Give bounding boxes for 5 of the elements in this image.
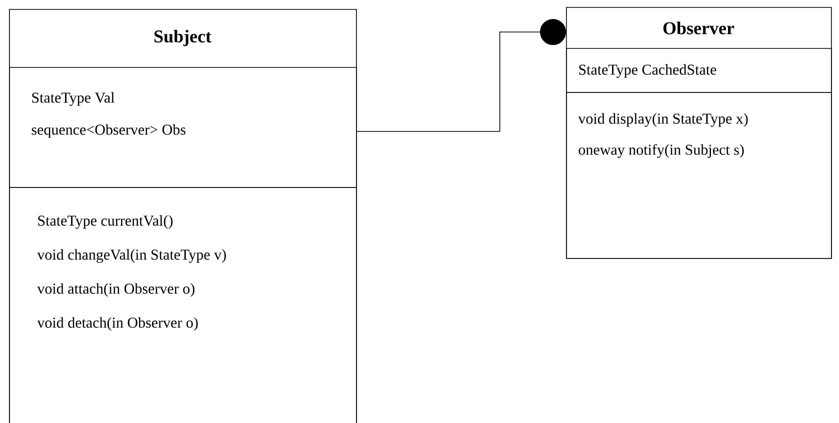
class-compartment: StateType currentVal() void changeVal(in StateType v) void attach(in Observer o) void detach(in Observer o) <box>9 187 357 423</box>
class-compartment: StateType Val sequence<Observer> Obs <box>9 67 357 188</box>
association-line <box>356 19 566 132</box>
class-compartment: void display(in StateType x) oneway notify(in Subject s) <box>566 92 832 259</box>
class-compartment: StateType CachedState <box>566 48 832 93</box>
